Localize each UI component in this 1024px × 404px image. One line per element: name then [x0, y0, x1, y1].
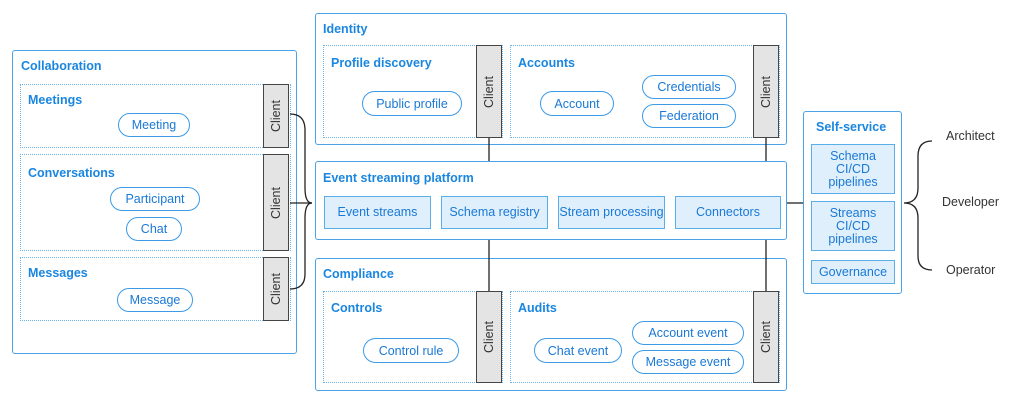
profile-discovery-title: Profile discovery [331, 56, 432, 70]
chat-pill: Chat [126, 217, 182, 241]
audits-title: Audits [518, 301, 557, 315]
meetings-client: Client [263, 84, 289, 148]
compliance-title: Compliance [323, 267, 394, 281]
actor-architect: Architect [946, 129, 995, 143]
messages-client: Client [263, 257, 289, 321]
public-profile-pill: Public profile [362, 91, 462, 116]
controls-title: Controls [331, 301, 383, 315]
meeting-pill: Meeting [118, 113, 190, 137]
event-streams-component: Event streams [324, 196, 431, 229]
actor-brace [903, 140, 933, 271]
controls-panel [323, 291, 503, 383]
event-streaming-title: Event streaming platform [323, 171, 474, 185]
chat-event-pill: Chat event [534, 338, 622, 363]
account-pill: Account [540, 91, 614, 116]
messages-title: Messages [28, 266, 88, 280]
message-pill: Message [117, 288, 193, 312]
conversations-title: Conversations [28, 166, 115, 180]
profile-discovery-client: Client [476, 45, 502, 138]
stream-processing-component: Stream processing [558, 196, 665, 229]
collaboration-title: Collaboration [21, 59, 102, 73]
controls-client: Client [476, 291, 502, 383]
message-event-pill: Message event [632, 350, 744, 374]
streams-cicd-component: Streams CI/CD pipelines [811, 201, 895, 251]
audits-client: Client [753, 291, 779, 383]
participant-pill: Participant [110, 187, 200, 211]
self-service-title: Self-service [816, 120, 887, 134]
actor-developer: Developer [942, 195, 999, 209]
actor-operator: Operator [946, 263, 996, 277]
meetings-title: Meetings [28, 93, 83, 107]
identity-title: Identity [323, 22, 368, 36]
credentials-pill: Credentials [642, 75, 736, 99]
control-rule-pill: Control rule [363, 338, 459, 363]
governance-component: Governance [811, 260, 895, 284]
account-event-pill: Account event [632, 321, 744, 345]
federation-pill: Federation [642, 104, 736, 128]
accounts-client: Client [753, 45, 779, 138]
schema-cicd-component: Schema CI/CD pipelines [811, 144, 895, 194]
schema-registry-component: Schema registry [441, 196, 548, 229]
accounts-title: Accounts [518, 56, 575, 70]
connectors-component: Connectors [675, 196, 781, 229]
conversations-client: Client [263, 154, 289, 251]
